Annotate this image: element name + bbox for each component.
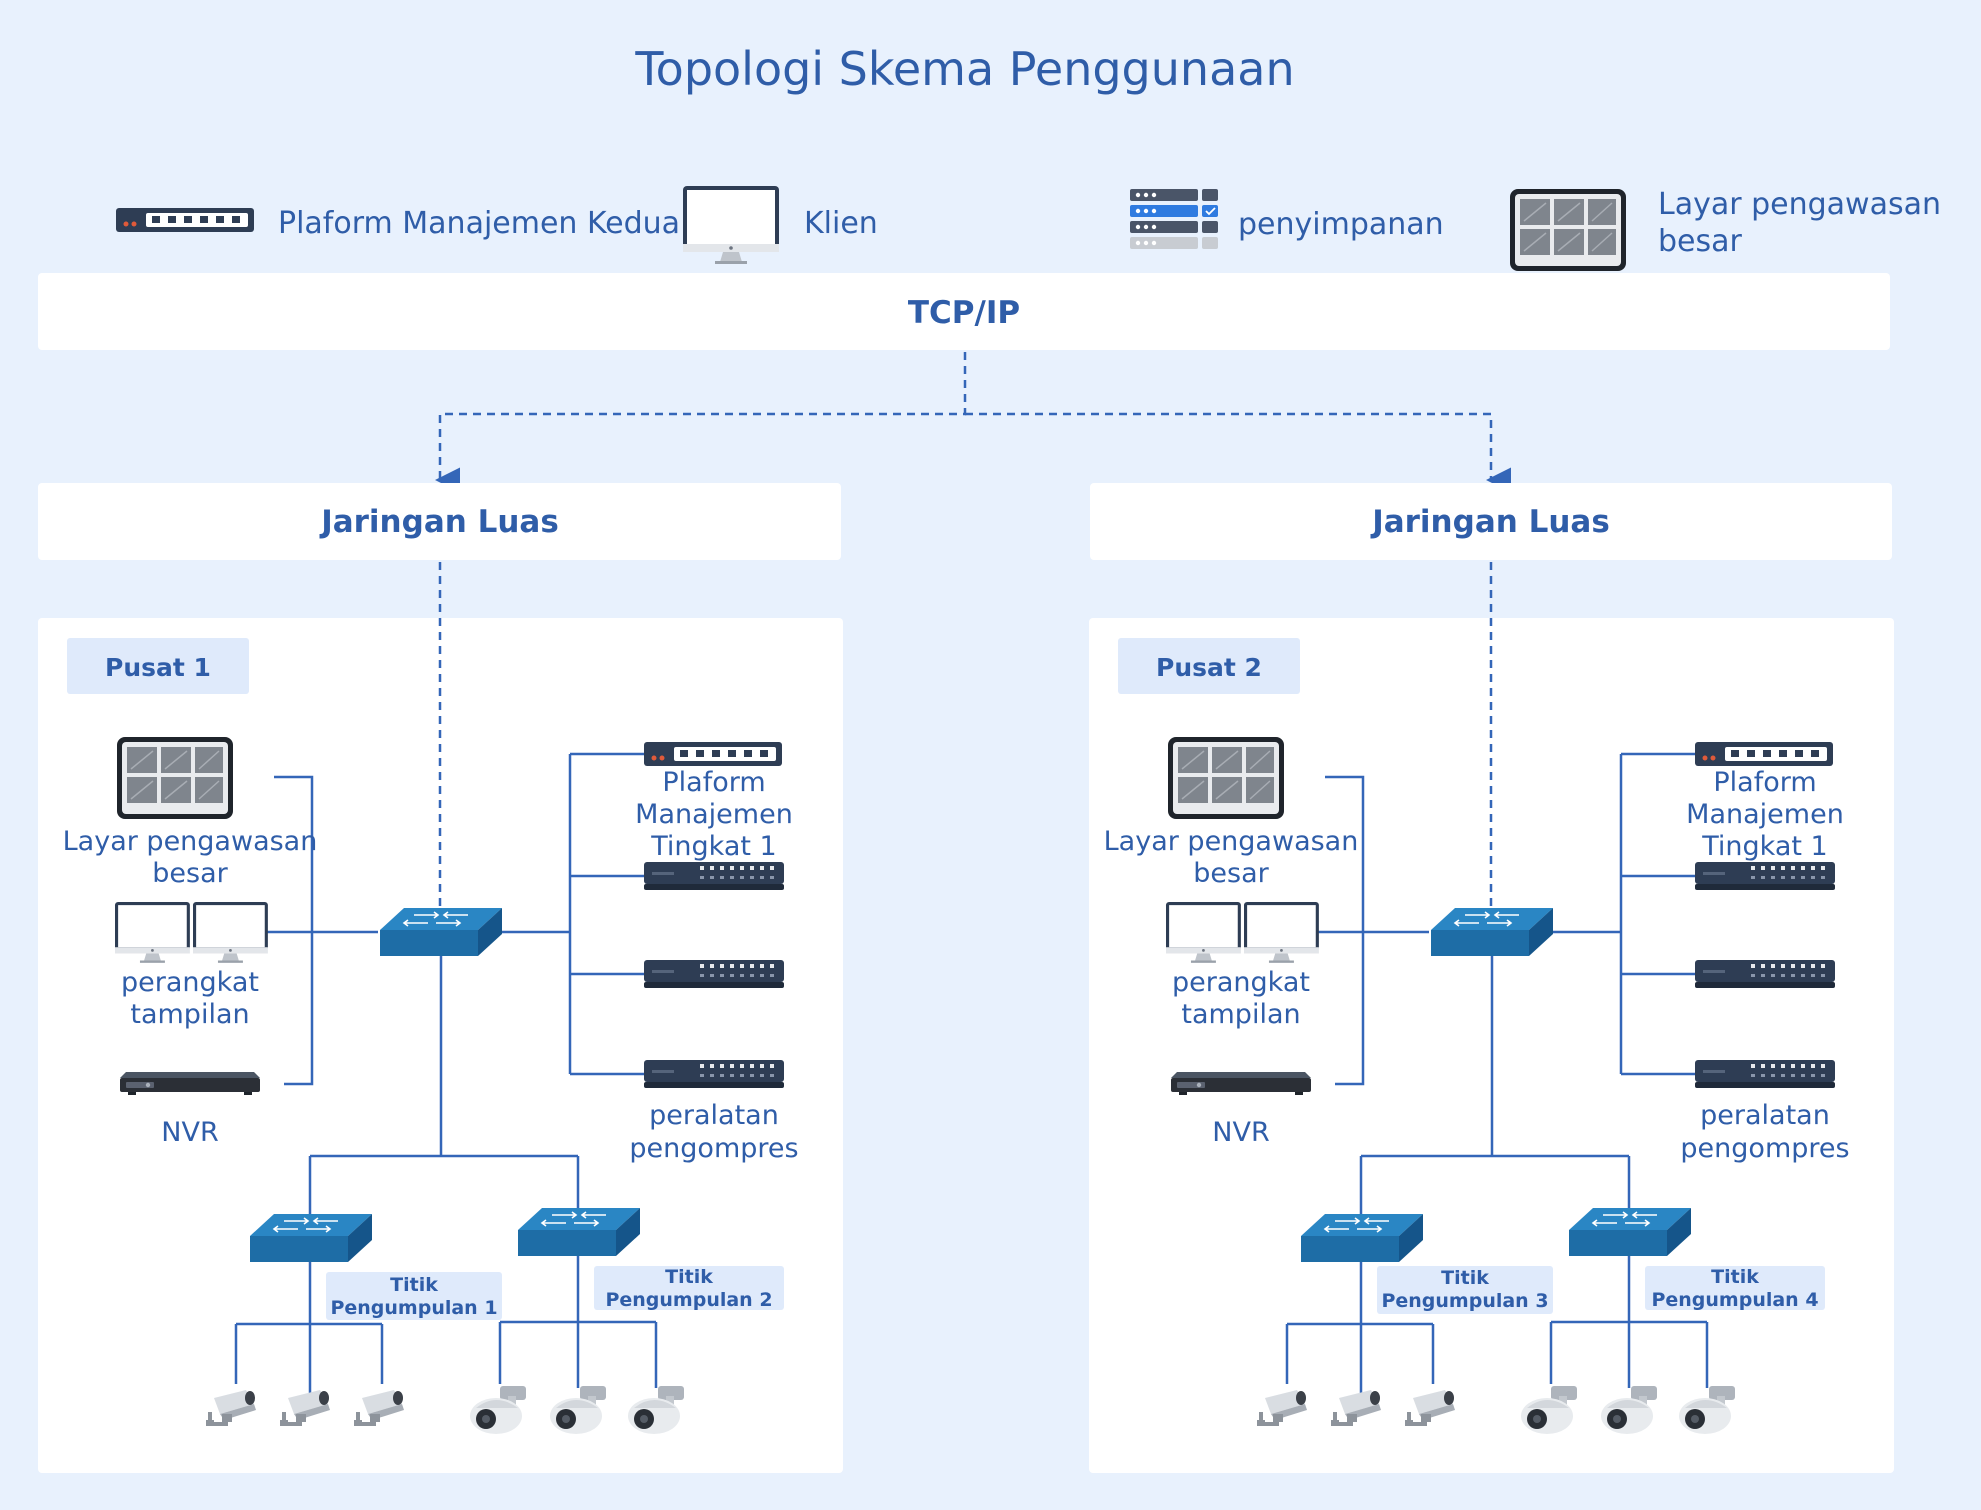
center-1-down-bus	[308, 956, 580, 1214]
center-2-tag	[1118, 638, 1300, 694]
center-1-core-switch-icon	[379, 907, 503, 957]
center-2-platform-label-line1: Plaform	[1713, 767, 1816, 798]
center-1-display-label-line1: perangkat	[121, 967, 259, 998]
center-2-agg4-bus	[1549, 1256, 1709, 1388]
center-2-videowall-label-line2: besar	[1193, 858, 1269, 889]
center-1-platform-label-line2: Manajemen	[635, 799, 793, 830]
wan-label-2: Jaringan Luas	[1370, 504, 1610, 540]
platform-icon	[116, 208, 254, 232]
legend-storage-label: penyimpanan	[1238, 207, 1444, 242]
center-2-platform-label-line3: Tingkat 1	[1701, 831, 1827, 862]
center-1-agg-switch-2-icon	[517, 1207, 641, 1257]
center-1-agg-1-line1: Titik	[390, 1274, 438, 1296]
center-2-compressor-label-line2: pengompres	[1680, 1133, 1849, 1164]
center-2-agg-tag-4	[1645, 1266, 1825, 1310]
center-panel-1: Pusat 1 Layar pengawasan besar perangkat…	[38, 562, 843, 1473]
center-2-encoder-icon-2	[1695, 960, 1835, 988]
center-1-tag	[67, 638, 249, 694]
page-title: Topologi Skema Penggunaan	[634, 42, 1294, 96]
center-1-videowall-icon	[116, 736, 234, 820]
center-1-agg-2-line1: Titik	[665, 1266, 713, 1288]
legend-videowall-label-line1: Layar pengawasan	[1658, 187, 1941, 222]
center-2-nvr-label: NVR	[1212, 1117, 1269, 1148]
center-1-encoder-icon-1	[644, 862, 784, 890]
center-1-name: Pusat 1	[105, 653, 211, 682]
center-1-agg-2-line2: Pengumpulan 2	[605, 1289, 772, 1311]
center-2-name: Pusat 2	[1156, 653, 1262, 682]
center-2-left-bus	[1311, 775, 1429, 1086]
center-2-agg3-bus	[1285, 1262, 1435, 1398]
wan-bar-2	[1090, 483, 1892, 560]
center-2-display-label-line1: perangkat	[1172, 967, 1310, 998]
center-1-right-bus	[500, 752, 646, 1076]
center-1-agg-1-line2: Pengumpulan 1	[330, 1297, 497, 1319]
center-panel-2: Pusat 2 Layar pengawasan besar perangkat…	[1089, 562, 1894, 1473]
legend-videowall-label-line2: besar	[1658, 224, 1743, 259]
link-tcpip-wan-2	[965, 412, 1511, 493]
center-1-display-label-line2: tampilan	[130, 999, 249, 1030]
center-2-agg-3-line1: Titik	[1441, 1267, 1489, 1289]
center-1-platform-label-line1: Plaform	[662, 767, 765, 798]
center-1-videowall-label-line1: Layar pengawasan	[63, 826, 318, 857]
center-2-agg-tag-3	[1377, 1266, 1553, 1314]
center-2-videowall-label-line1: Layar pengawasan	[1104, 826, 1359, 857]
center-1-left-bus	[260, 775, 378, 1086]
center-1-agg1-bus	[234, 1262, 384, 1398]
tcpip-label: TCP/IP	[908, 295, 1020, 331]
center-1-nvr-label: NVR	[161, 1117, 218, 1148]
center-2-down-bus	[1359, 956, 1631, 1214]
center-1-nvr-icon	[120, 1072, 260, 1095]
center-1-agg-tag-1	[326, 1272, 502, 1320]
videowall-icon	[1509, 188, 1627, 272]
tcpip-bar	[38, 273, 1890, 350]
center-1-videowall-label-line2: besar	[152, 858, 228, 889]
center-1-platform-icon	[644, 742, 782, 766]
center-2-encoder-icon-3	[1695, 1060, 1835, 1088]
center-2-agg-switch-3-icon	[1300, 1213, 1424, 1263]
center-1-agg2-bus	[498, 1256, 658, 1388]
legend-platform-label: Plaform Manajemen Kedua	[278, 206, 680, 241]
wan-label-1: Jaringan Luas	[319, 504, 559, 540]
client-monitor-icon	[683, 186, 779, 264]
center-1-agg-tag-2	[594, 1266, 784, 1310]
legend-client-label: Klien	[804, 206, 878, 241]
center-1-compressor-label-line1: peralatan	[649, 1100, 779, 1131]
center-1-compressor-label-line2: pengompres	[629, 1133, 798, 1164]
center-2-agg-switch-4-icon	[1568, 1207, 1692, 1257]
center-2-compressor-label-line1: peralatan	[1700, 1100, 1830, 1131]
center-2-videowall-icon	[1167, 736, 1285, 820]
center-2-display-label-line2: tampilan	[1181, 999, 1300, 1030]
center-2-core-switch-icon	[1430, 907, 1554, 957]
center-2-right-bus	[1551, 752, 1697, 1076]
center-1-agg-switch-1-icon	[249, 1213, 373, 1263]
legend: Plaform Manajemen Kedua Klien penyimpana…	[116, 186, 1941, 272]
wan-bar-1	[38, 483, 841, 560]
center-2-platform-icon	[1695, 742, 1833, 766]
center-1-platform-label-line3: Tingkat 1	[650, 831, 776, 862]
center-2-agg-4-line2: Pengumpulan 4	[1651, 1289, 1818, 1311]
center-1-encoder-icon-2	[644, 960, 784, 988]
center-1-encoder-icon-3	[644, 1060, 784, 1088]
center-2-platform-label-line2: Manajemen	[1686, 799, 1844, 830]
center-2-agg-4-line1: Titik	[1711, 1266, 1759, 1288]
center-2-encoder-icon-1	[1695, 862, 1835, 890]
center-2-agg-3-line2: Pengumpulan 3	[1381, 1290, 1548, 1312]
center-2-nvr-icon	[1171, 1072, 1311, 1095]
storage-icon	[1129, 188, 1219, 250]
link-tcpip-wan-1	[435, 352, 967, 493]
